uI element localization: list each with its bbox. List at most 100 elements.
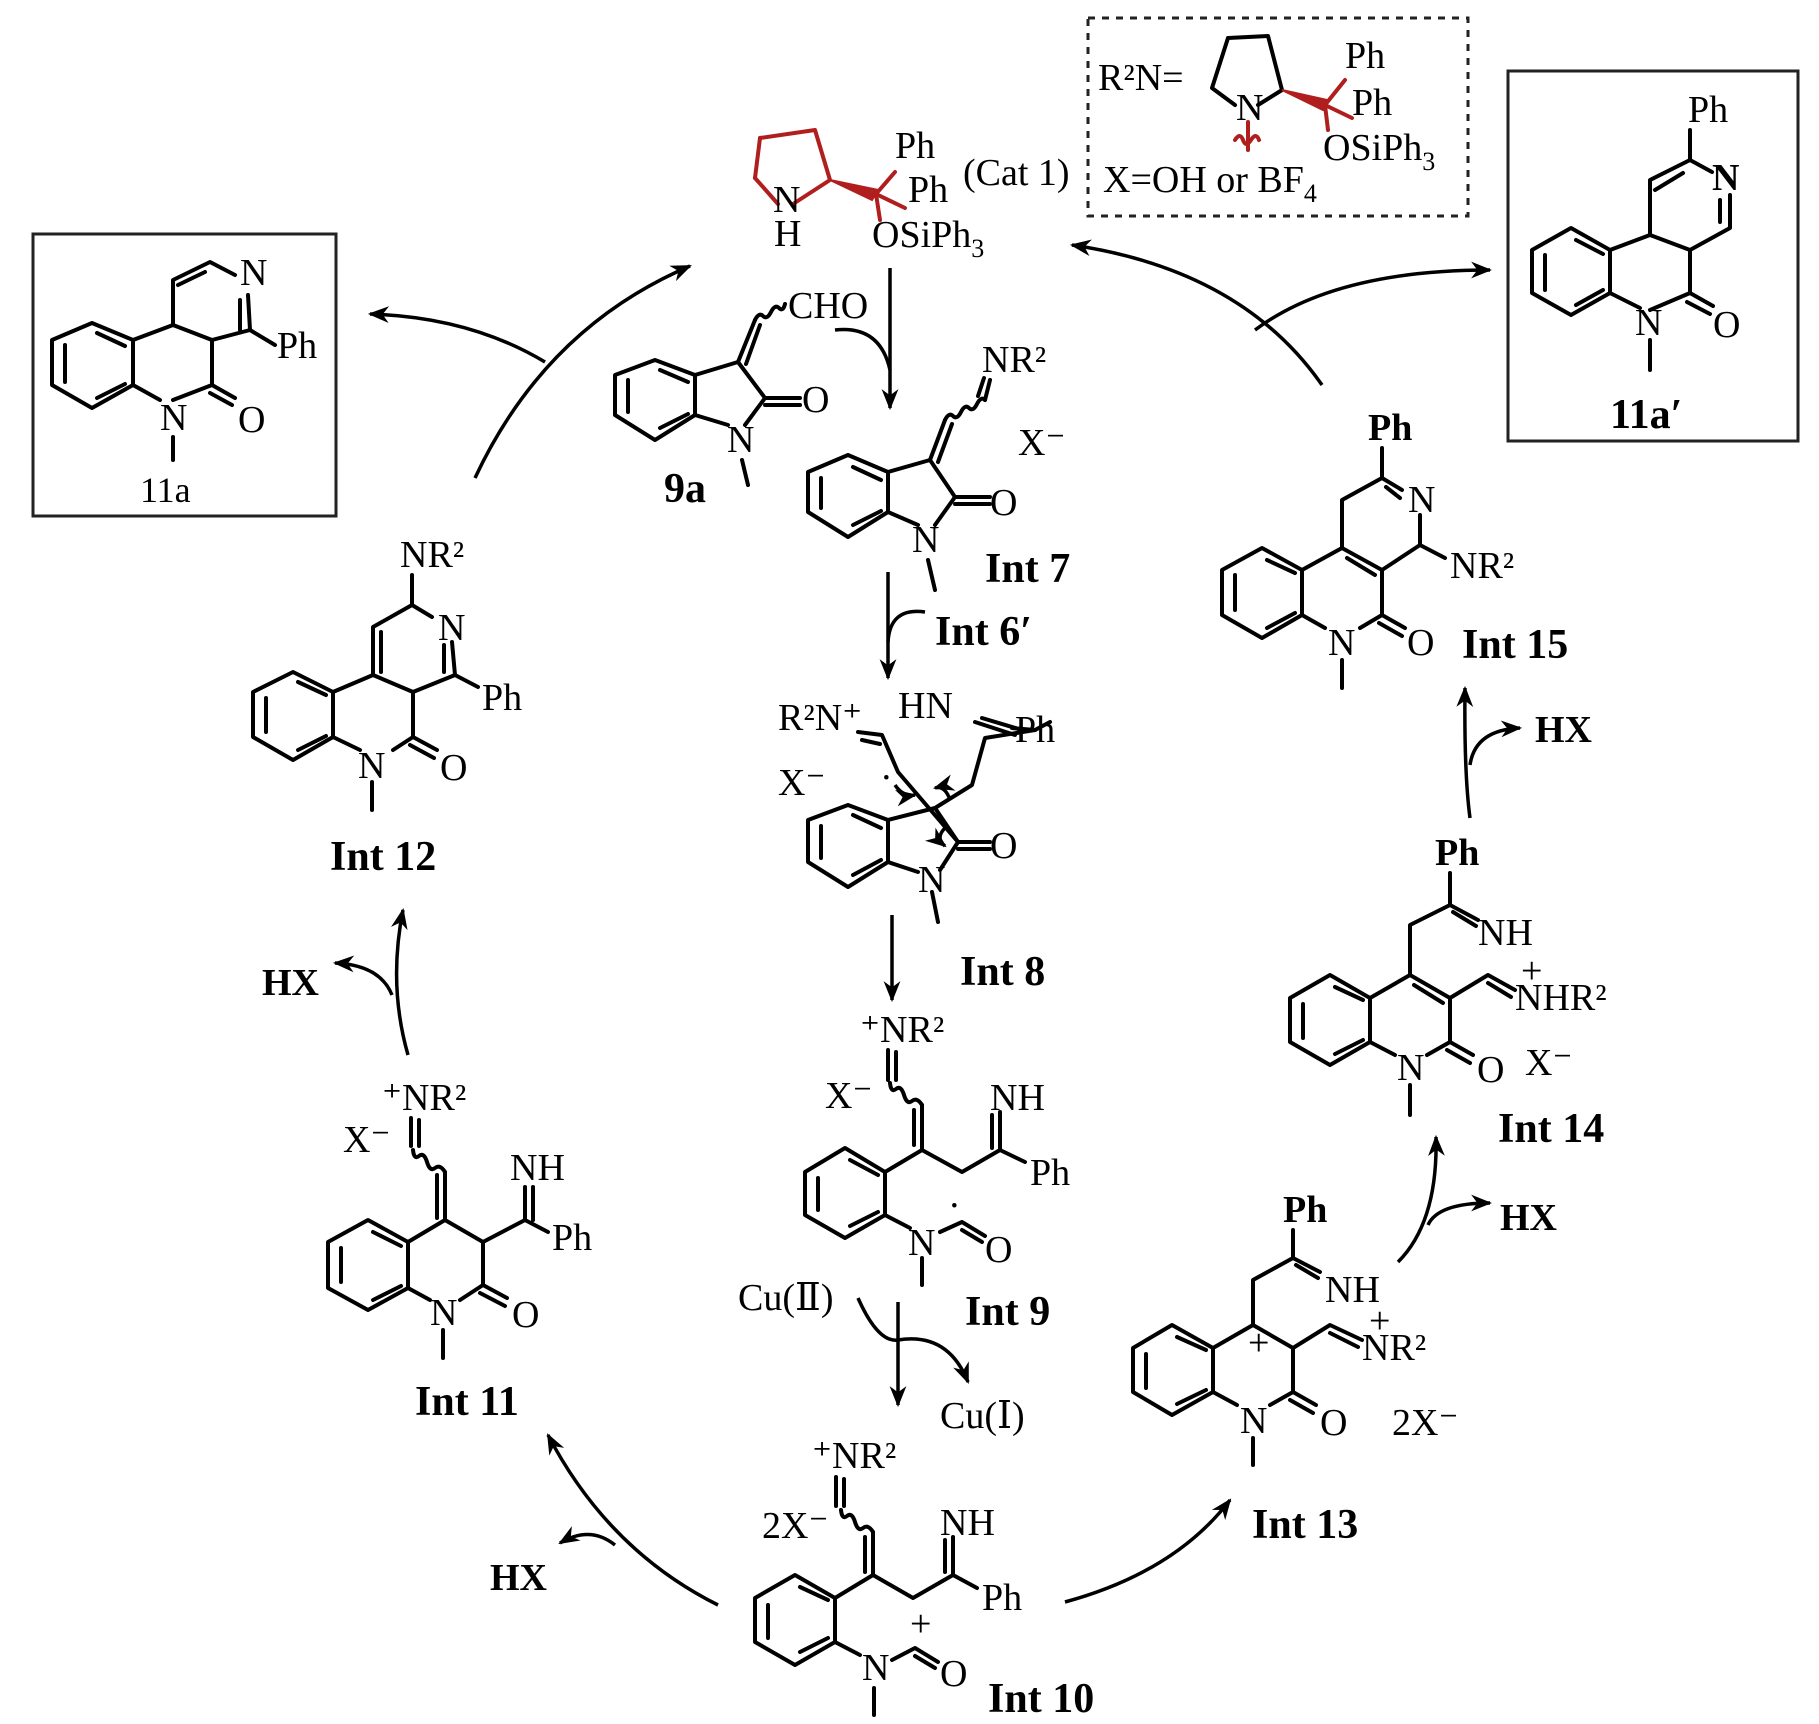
nr2-int9: ⁺NR² bbox=[860, 1009, 944, 1051]
label-int13: Int 13 bbox=[1252, 1502, 1358, 1548]
nr2-int7: NR² bbox=[982, 339, 1046, 381]
x-int14: X⁻ bbox=[1525, 1042, 1573, 1084]
nr2-int13: NR² bbox=[1362, 1327, 1426, 1369]
r2n-int8: R²N⁺ bbox=[778, 697, 862, 739]
label-int12: Int 12 bbox=[330, 834, 436, 880]
arrow-hx-int12 bbox=[332, 955, 394, 996]
label-int11: Int 11 bbox=[415, 1379, 519, 1425]
legend-box: R²N= N Ph Ph OSiPh3 X=OH or BF4 bbox=[1086, 16, 1470, 218]
o-9a: O bbox=[802, 379, 829, 421]
cplus-int13: + bbox=[1248, 1322, 1269, 1364]
ph-int12: Ph bbox=[482, 677, 522, 719]
compound-11a: N Ph N O 11a bbox=[31, 232, 338, 518]
ph-11a: Ph bbox=[277, 325, 317, 367]
box-11a-prime bbox=[1506, 69, 1800, 443]
n-int15-ring: N bbox=[1408, 479, 1435, 521]
n-int12: N bbox=[358, 745, 385, 787]
ph-int8: Ph bbox=[1015, 709, 1055, 751]
label-9a: 9a bbox=[664, 466, 706, 512]
arrow-int10-to-int11 bbox=[546, 1433, 719, 1607]
hx-label-int12: HX bbox=[262, 962, 319, 1004]
nh-int9: NH bbox=[990, 1077, 1045, 1119]
label-int6-prime: Int 6′ bbox=[935, 609, 1032, 655]
box-11a bbox=[31, 232, 338, 518]
arrow-int13-to-int14 bbox=[1396, 1134, 1445, 1264]
cho-9a: CHO bbox=[788, 285, 868, 327]
ph-int10: Ph bbox=[982, 1577, 1022, 1619]
ph-int13: Ph bbox=[1283, 1189, 1327, 1231]
x-int8: X⁻ bbox=[778, 762, 826, 804]
label-int8: Int 8 bbox=[960, 949, 1045, 995]
n-int9: N bbox=[908, 1222, 935, 1264]
n-11a-ring: N bbox=[240, 252, 267, 294]
compound-int12: NR² N Ph N O Int 12 bbox=[251, 534, 522, 880]
nh-int13: NH bbox=[1325, 1269, 1380, 1311]
compound-int8: R²N⁺ HN Ph X⁻ · O N Int 8 bbox=[778, 685, 1055, 995]
hx-label-int11: HX bbox=[490, 1557, 547, 1599]
o-int14: O bbox=[1477, 1049, 1504, 1091]
cat-osi: OSiPh3 bbox=[872, 214, 984, 263]
legend-border bbox=[1086, 16, 1470, 218]
o-int7: O bbox=[990, 482, 1017, 524]
o-int11: O bbox=[512, 1294, 539, 1336]
reagent-labels: Cu(Ⅱ) Cu(Ⅰ) HX HX HX HX bbox=[262, 709, 1592, 1599]
o-11a: O bbox=[238, 399, 265, 441]
arrow-int15-to-cat bbox=[1069, 239, 1324, 387]
arrow-int6p-in bbox=[886, 609, 926, 643]
legend-n: N bbox=[1236, 87, 1263, 129]
legend-x-def: X=OH or BF4 bbox=[1103, 159, 1317, 208]
cat-n: N bbox=[773, 179, 800, 221]
o-int9: O bbox=[985, 1229, 1012, 1271]
compound-int14: Ph NH NHR² + N O X⁻ Int 14 bbox=[1288, 832, 1607, 1152]
arrow-hx-int11 bbox=[558, 1526, 617, 1547]
hn-int8: HN bbox=[898, 685, 953, 727]
cat-h: H bbox=[774, 213, 801, 255]
nhr2-int14: NHR² bbox=[1515, 977, 1607, 1019]
compound-int15: Ph N NR² N O Int 15 bbox=[1220, 407, 1568, 690]
plus-int13: + bbox=[1369, 1300, 1390, 1342]
n-11a: N bbox=[160, 397, 187, 439]
x-int13: 2X⁻ bbox=[1392, 1402, 1459, 1444]
reaction-arrows bbox=[332, 239, 1523, 1607]
label-int10: Int 10 bbox=[988, 1676, 1094, 1722]
cu2-label: Cu(Ⅱ) bbox=[738, 1277, 833, 1319]
compound-int9: ⁺NR² X⁻ NH Ph N · O Int 9 bbox=[803, 1009, 1070, 1335]
arrow-int14-to-int15 bbox=[1456, 685, 1474, 819]
n-11a-prime-ring: N bbox=[1712, 157, 1739, 199]
arrow-hx-int15 bbox=[1468, 720, 1523, 766]
n-int13: N bbox=[1240, 1400, 1267, 1442]
compound-11a-prime: Ph N N O 11a′ bbox=[1506, 69, 1800, 443]
n-int8: N bbox=[918, 859, 945, 901]
compound-int13: Ph NH NR² + + N O 2X⁻ Int 13 bbox=[1131, 1189, 1459, 1548]
legend-osi: OSiPh3 bbox=[1323, 127, 1435, 176]
nr2-int12: NR² bbox=[400, 534, 464, 576]
n-int10: N bbox=[862, 1647, 889, 1689]
arrow-int12-to-cat bbox=[473, 264, 692, 479]
cat-label: (Cat 1) bbox=[963, 152, 1070, 194]
n-int15: N bbox=[1328, 622, 1355, 664]
cat-ph1: Ph bbox=[895, 125, 935, 167]
nh-int10: NH bbox=[940, 1502, 995, 1544]
x-int7: X⁻ bbox=[1018, 422, 1066, 464]
n-11a-prime: N bbox=[1635, 302, 1662, 344]
o-int15: O bbox=[1407, 622, 1434, 664]
cat-ph2: Ph bbox=[908, 169, 948, 211]
arrow-9a-in bbox=[834, 327, 892, 371]
x-int11: X⁻ bbox=[343, 1119, 391, 1161]
arrow-to-11a bbox=[367, 306, 546, 364]
compound-int7: NR² X⁻ O N Int 7 bbox=[806, 339, 1070, 592]
n-int12-ring: N bbox=[438, 607, 465, 649]
ph-11a-prime: Ph bbox=[1688, 89, 1728, 131]
x-int9: X⁻ bbox=[825, 1075, 873, 1117]
catalyst-cat1: N H Ph Ph (Cat 1) OSiPh3 bbox=[753, 125, 1070, 263]
radical-int9: · bbox=[948, 1185, 961, 1227]
ph-int15: Ph bbox=[1368, 407, 1412, 449]
plus-int10: + bbox=[910, 1603, 931, 1645]
o-11a-prime: O bbox=[1713, 304, 1740, 346]
arrow-cu-redox bbox=[856, 1297, 970, 1384]
nh-int11: NH bbox=[510, 1147, 565, 1189]
arrow-int10-to-int13 bbox=[1064, 1498, 1232, 1604]
arrow-int11-to-int12 bbox=[391, 907, 410, 1056]
x-int10: 2X⁻ bbox=[762, 1505, 829, 1547]
